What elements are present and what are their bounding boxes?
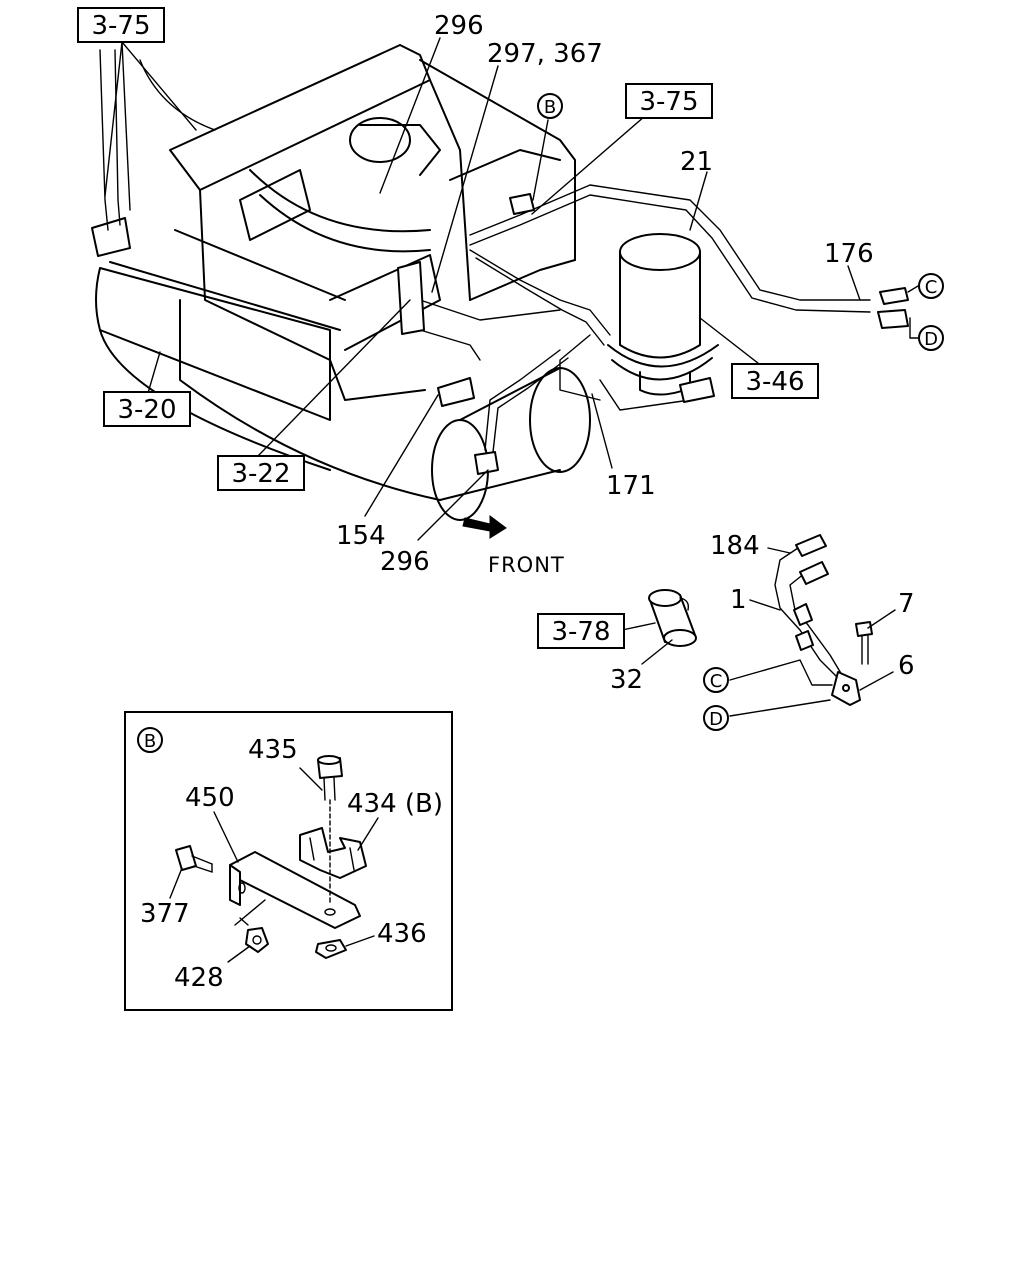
- part-label-296-bottom: 296: [380, 547, 430, 577]
- ref-label-3-78: 3-78: [551, 617, 610, 647]
- bolt-435-drawing: [317, 755, 343, 906]
- part-label-32: 32: [610, 665, 643, 695]
- ref-label-3-75-top: 3-75: [91, 11, 150, 41]
- detail-b-panel: B: [124, 711, 453, 1011]
- front-label: FRONT: [488, 553, 565, 577]
- sensor-harness-drawing: [621, 534, 896, 717]
- clip-434-drawing: [299, 827, 367, 879]
- nut-428-drawing: [234, 899, 269, 953]
- detail-b-marker-letter: B: [144, 731, 156, 752]
- callout-d-top-letter: D: [924, 329, 938, 350]
- callout-b-top-letter: B: [544, 97, 556, 118]
- callout-d-top[interactable]: D: [918, 325, 944, 351]
- part-label-171: 171: [606, 471, 656, 501]
- callout-d-lower[interactable]: D: [703, 705, 729, 731]
- part-label-176: 176: [824, 239, 874, 269]
- ref-label-3-46: 3-46: [745, 367, 804, 397]
- detail-b-marker: B: [137, 727, 163, 753]
- part-label-435: 435: [248, 735, 298, 765]
- ref-box-3-22[interactable]: 3-22: [217, 455, 305, 491]
- bracket-450-drawing: [229, 851, 361, 929]
- nut-436-drawing: [315, 939, 347, 959]
- part-label-21: 21: [680, 147, 713, 177]
- callout-c-top[interactable]: C: [918, 273, 944, 299]
- part-label-154: 154: [336, 521, 386, 551]
- part-label-450: 450: [185, 783, 235, 813]
- front-arrow-icon: [462, 515, 507, 539]
- ref-label-3-20: 3-20: [117, 395, 176, 425]
- part-label-296-top: 296: [434, 11, 484, 41]
- main-assembly-drawing: [91, 44, 909, 521]
- ref-box-3-20[interactable]: 3-20: [103, 391, 191, 427]
- part-label-436: 436: [377, 919, 427, 949]
- callout-c-lower-letter: C: [710, 671, 723, 692]
- part-label-184: 184: [710, 531, 760, 561]
- part-labels: 296 297, 367 21 176 154 296 171 FRONT 18…: [336, 11, 915, 695]
- part-label-428: 428: [174, 963, 224, 993]
- ref-box-3-46[interactable]: 3-46: [731, 363, 819, 399]
- ref-box-3-78[interactable]: 3-78: [537, 613, 625, 649]
- part-label-7: 7: [898, 589, 915, 619]
- callout-d-lower-letter: D: [709, 709, 723, 730]
- leader-lines: [104, 37, 919, 541]
- bolt-377-drawing: [175, 845, 213, 873]
- ref-box-3-75-top[interactable]: 3-75: [77, 7, 165, 43]
- callout-b-top[interactable]: B: [537, 93, 563, 119]
- part-label-297-367: 297, 367: [487, 39, 603, 69]
- ref-box-3-75-mid[interactable]: 3-75: [625, 83, 713, 119]
- ref-label-3-22: 3-22: [231, 459, 290, 489]
- part-label-434: 434 (B): [347, 789, 443, 819]
- ref-label-3-75-mid: 3-75: [639, 87, 698, 117]
- callout-c-top-letter: C: [925, 277, 938, 298]
- part-label-377: 377: [140, 899, 190, 929]
- part-label-1: 1: [730, 585, 747, 615]
- part-label-6: 6: [898, 651, 915, 681]
- callout-c-lower[interactable]: C: [703, 667, 729, 693]
